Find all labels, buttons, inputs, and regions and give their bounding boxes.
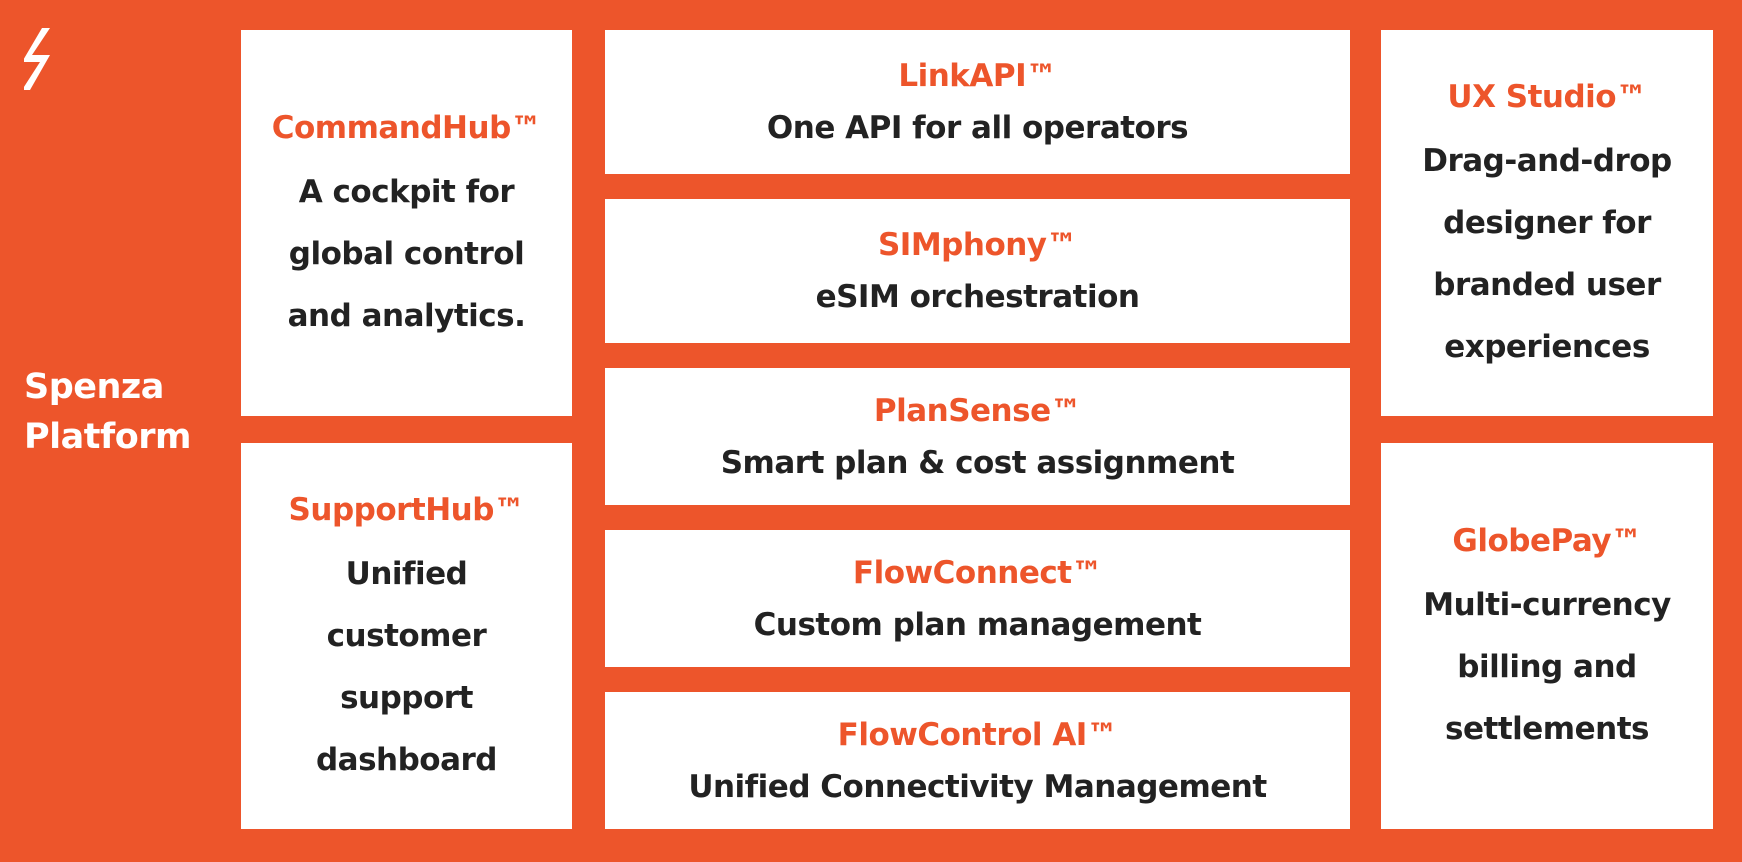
platform-title-line2: Platform bbox=[24, 417, 192, 457]
card-plansense: PlanSense™ Smart plan & cost assignment bbox=[605, 368, 1350, 505]
product-description: Unified customer support dashboard bbox=[315, 556, 498, 778]
product-description: eSIM orchestration bbox=[815, 279, 1140, 315]
card-supporthub: SupportHub™ Unified customer support das… bbox=[241, 443, 572, 829]
product-name: LinkAPI™ bbox=[898, 58, 1057, 94]
card-simphony: SIMphony™ eSIM orchestration bbox=[605, 199, 1350, 343]
product-name: UX Studio™ bbox=[1447, 79, 1647, 115]
product-description: Unified Connectivity Management bbox=[688, 768, 1267, 805]
product-description: Smart plan & cost assignment bbox=[720, 444, 1235, 481]
product-name: SupportHub™ bbox=[288, 492, 525, 528]
product-description: Drag-and-drop designer for branded user … bbox=[1422, 143, 1672, 365]
product-name: GlobePay™ bbox=[1452, 523, 1642, 559]
product-name: FlowConnect™ bbox=[852, 554, 1103, 591]
card-globepay: GlobePay™ Multi-currency billing and set… bbox=[1381, 443, 1713, 829]
card-flowconnect: FlowConnect™ Custom plan management bbox=[605, 530, 1350, 667]
card-ux-studio: UX Studio™ Drag-and-drop designer for br… bbox=[1381, 30, 1713, 416]
card-linkapi: LinkAPI™ One API for all operators bbox=[605, 30, 1350, 174]
platform-title-line1: Spenza bbox=[24, 367, 164, 407]
product-name: SIMphony™ bbox=[877, 227, 1078, 263]
product-description: Multi-currency billing and settlements bbox=[1423, 587, 1671, 747]
product-name: CommandHub™ bbox=[271, 110, 542, 146]
spenza-logo-icon bbox=[24, 28, 50, 90]
platform-title: Spenza Platform bbox=[24, 362, 204, 462]
card-commandhub: CommandHub™ A cockpit for global control… bbox=[241, 30, 572, 416]
card-flowcontrol-ai: FlowControl AI™ Unified Connectivity Man… bbox=[605, 692, 1350, 829]
product-description: Custom plan management bbox=[753, 606, 1202, 643]
product-name: FlowControl AI™ bbox=[837, 716, 1118, 753]
product-name: PlanSense™ bbox=[873, 392, 1082, 429]
product-description: One API for all operators bbox=[766, 110, 1189, 146]
product-description: A cockpit for global control and analyti… bbox=[287, 174, 526, 334]
